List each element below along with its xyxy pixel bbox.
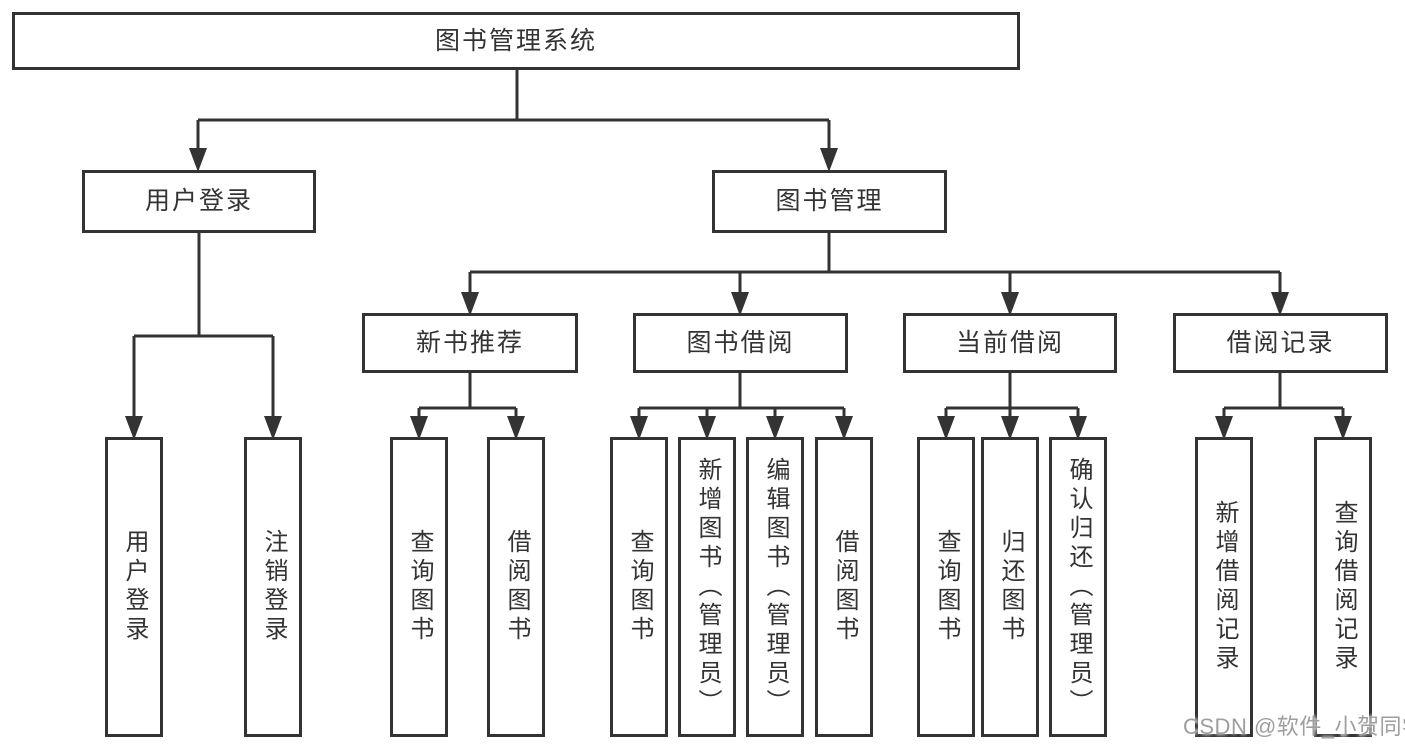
leaf-add-books-admin: 新增图书（管理员）: [678, 437, 736, 737]
node-book-management: 图书管理: [712, 170, 947, 233]
node-book-borrowing: 图书借阅: [633, 313, 848, 373]
leaf-query-borrow-record: 查询借阅记录: [1314, 437, 1372, 737]
node-user-login: 用户登录: [82, 170, 316, 233]
leaf-user-login: 用户登录: [105, 437, 163, 737]
node-root-library-system: 图书管理系统: [12, 12, 1020, 70]
leaf-add-borrow-record: 新增借阅记录: [1195, 437, 1253, 737]
leaf-borrow-books-recommend: 借阅图书: [487, 437, 545, 737]
leaf-query-books-current: 查询图书: [917, 437, 975, 737]
leaf-query-books-recommend: 查询图书: [390, 437, 448, 737]
node-current-borrowing: 当前借阅: [903, 313, 1117, 373]
node-new-book-recommend: 新书推荐: [362, 313, 578, 373]
leaf-edit-books-admin: 编辑图书（管理员）: [746, 437, 804, 737]
csdn-watermark: CSDN @软件_小贺同学: [1183, 714, 1405, 739]
leaf-borrow-books: 借阅图书: [815, 437, 873, 737]
leaf-logout: 注销登录: [244, 437, 302, 737]
node-borrowing-records: 借阅记录: [1173, 313, 1388, 373]
leaf-return-books: 归还图书: [981, 437, 1039, 737]
leaf-query-books-borrowing: 查询图书: [610, 437, 668, 737]
leaf-confirm-return-admin: 确认归还（管理员）: [1049, 437, 1107, 737]
